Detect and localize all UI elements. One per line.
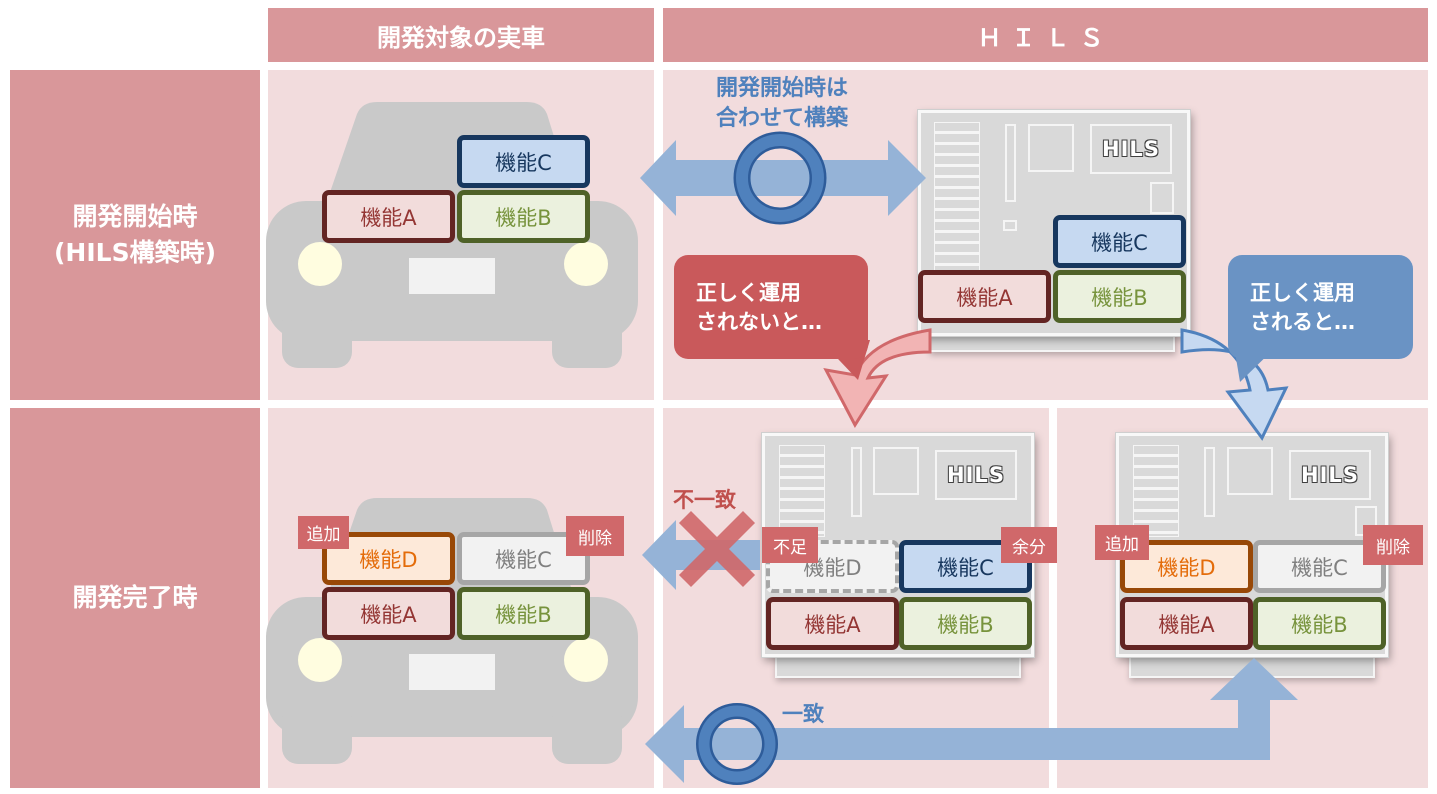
function-a-box: 機能A [1120,597,1253,650]
hils-slot [1204,447,1215,517]
hils-panel [873,447,919,495]
function-d-box: 機能D [322,532,455,585]
hils-slot [851,447,862,517]
build-together-label: 開発開始時は 合わせて構築 [715,76,848,131]
function-a-box: 機能A [322,190,455,243]
tag-shortage: 不足 [762,527,818,563]
hils-slot [1005,124,1016,202]
tag-add: 追加 [298,516,349,549]
bubble-not-operated: 正しく運用 されないと… [674,255,868,359]
function-c-box: 機能C [457,135,590,188]
hils-vent [934,122,980,274]
hils-panel [1227,447,1273,495]
hils-logo: HILS [1289,450,1371,500]
mismatch-label: 不一致 [673,488,736,512]
l-arrow-icon [645,658,1298,783]
tag-add: 追加 [1095,525,1149,560]
header-hils: ＨＩＬＳ [663,8,1428,62]
double-arrow-icon [640,140,926,216]
hils-indicator [1003,220,1017,231]
hils-vent [779,445,825,537]
function-b-box: 機能B [899,597,1032,650]
curved-arrow-bad-icon [823,328,932,428]
curved-arrow-good-icon [1180,328,1289,441]
hils-logo: HILS [935,450,1017,500]
hils-panel [1028,124,1074,172]
tag-remove: 削除 [1363,525,1423,565]
row-header-start: 開発開始時 (HILS構築時) [10,70,260,400]
function-b-box: 機能B [457,587,590,640]
hils-vent [1133,445,1179,537]
function-a-box: 機能A [918,270,1051,323]
function-b-box: 機能B [1053,270,1186,323]
mismatch-x-icon [678,510,756,588]
function-c-box: 機能C [1053,215,1186,268]
function-b-box: 機能B [457,190,590,243]
function-b-box: 機能B [1253,597,1386,650]
tag-surplus: 余分 [1001,527,1057,563]
hils-logo: HILS [1090,124,1172,174]
bubble-operated: 正しく運用 されると… [1228,255,1413,359]
function-c-removed-box: 機能C [1253,540,1386,593]
function-a-box: 機能A [322,587,455,640]
hils-panel [1150,182,1174,214]
function-a-box: 機能A [766,597,899,650]
row-header-end: 開発完了時 [10,408,260,788]
tag-remove: 削除 [566,516,624,556]
match-label: 一致 [782,702,824,726]
header-real-car: 開発対象の実車 [268,8,654,62]
function-c-removed-box: 機能C [457,532,590,585]
